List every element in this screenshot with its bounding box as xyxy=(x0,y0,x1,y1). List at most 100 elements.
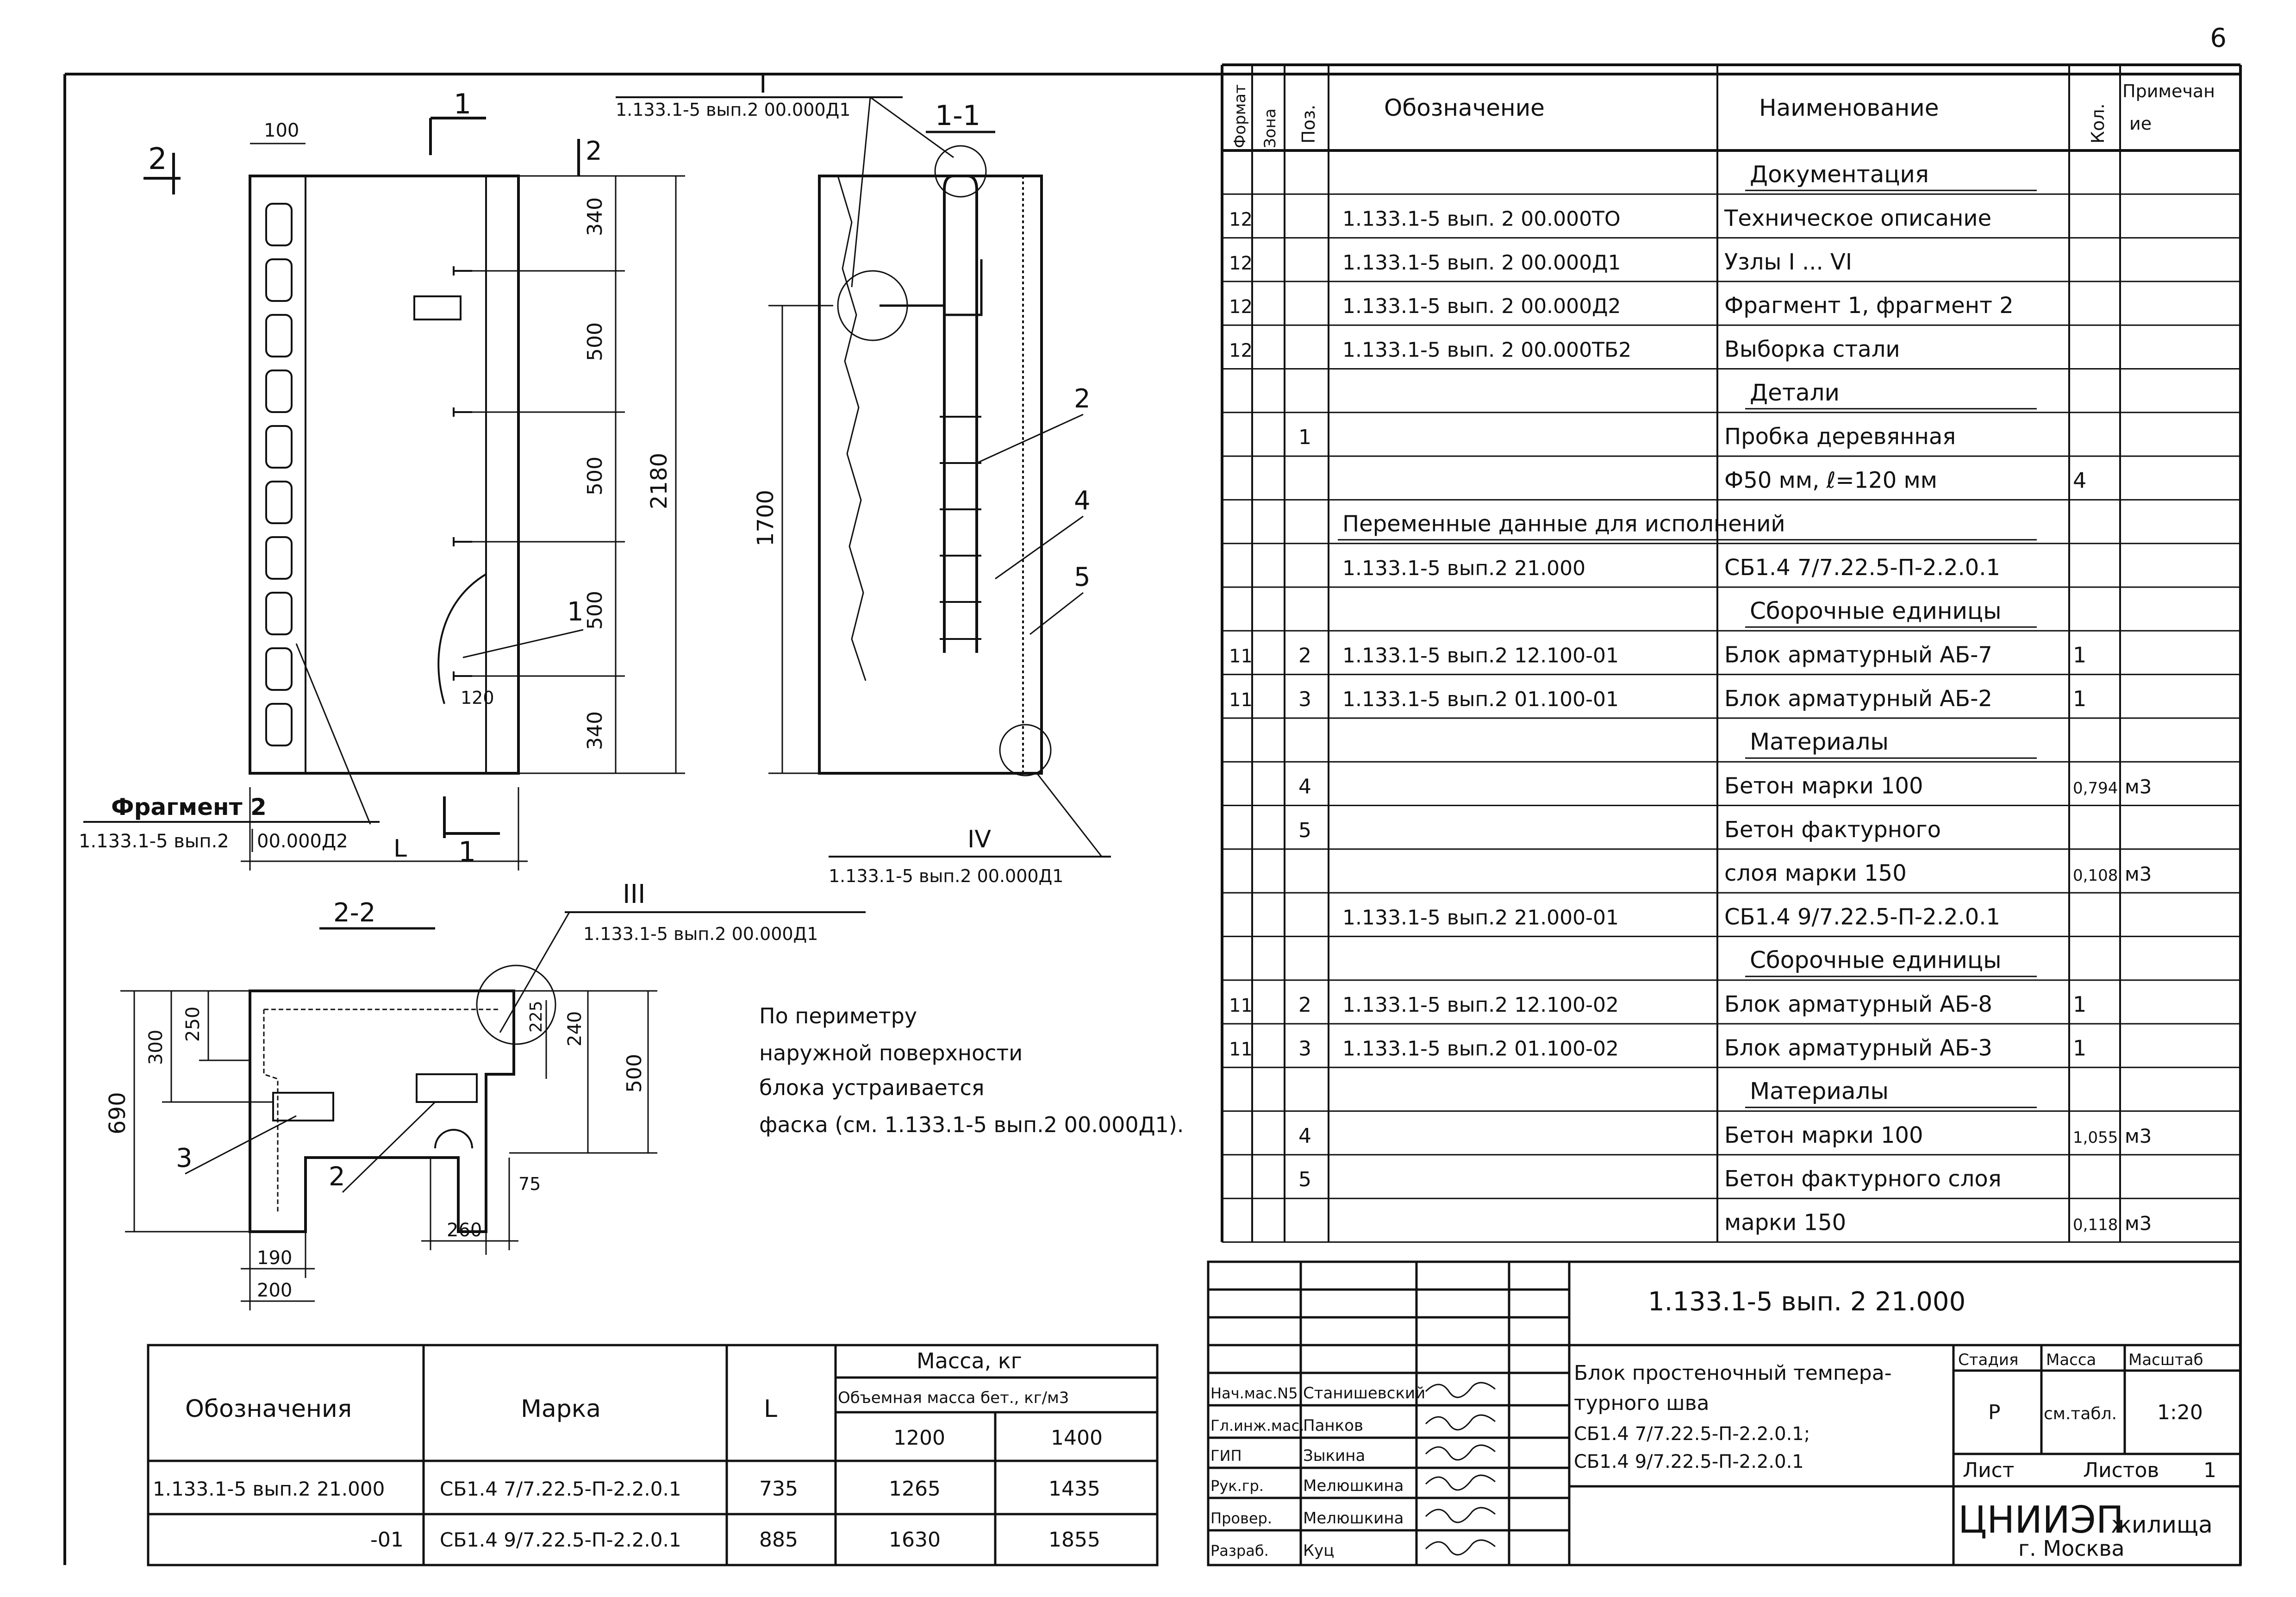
spec-section-heading: Материалы xyxy=(1750,1078,1889,1105)
section-mark-2-left: 2 xyxy=(148,142,167,176)
dim-500-b: 500 xyxy=(583,457,607,495)
spec-name: Бетон фактурного xyxy=(1724,817,1941,843)
density-1400: 1400 xyxy=(1051,1426,1103,1450)
mass-row1-mark: СБ1.4 7/7.22.5-П-2.2.0.1 xyxy=(440,1478,681,1500)
spec-name: СБ1.4 9/7.22.5-П-2.2.0.1 xyxy=(1724,904,2000,930)
callout-4: 4 xyxy=(1074,486,1091,516)
node-I-ref: 1.133.1-5 вып.2 00.000Д1 xyxy=(616,100,850,120)
title-block: 1.133.1-5 вып. 2 21.000 Блок простеночны… xyxy=(1207,1260,2242,1566)
dim-225: 225 xyxy=(527,1001,546,1033)
title-line-1: Блок простеночный темпера- xyxy=(1574,1361,1892,1385)
spec-format: 11 xyxy=(1229,646,1253,667)
spec-designation: 1.133.1-5 вып.2 12.100-02 xyxy=(1342,993,1619,1017)
spec-unit: м3 xyxy=(2125,1212,2152,1235)
mass-row2-mark: СБ1.4 9/7.22.5-П-2.2.0.1 xyxy=(440,1528,681,1551)
node-III-ref: 1.133.1-5 вып.2 00.000Д1 xyxy=(583,924,818,944)
dim-2180: 2180 xyxy=(646,453,672,509)
spec-name: Бетон марки 100 xyxy=(1724,773,1923,799)
spec-pos: 5 xyxy=(1298,819,1311,842)
spec-header-zone: Зона xyxy=(1261,108,1279,148)
mass-row2-designation: -01 xyxy=(370,1528,404,1552)
spec-unit: м3 xyxy=(2125,1125,2152,1147)
signature-mark xyxy=(1425,1444,1496,1461)
signer-name: Куц xyxy=(1303,1541,1334,1560)
spec-name: Фрагмент 1, фрагмент 2 xyxy=(1724,293,2014,319)
spec-designation: 1.133.1-5 вып. 2 00.000ТБ2 xyxy=(1342,338,1631,362)
spec-name: Бетон фактурного слоя xyxy=(1724,1166,2002,1192)
signature-mark xyxy=(1425,1382,1496,1398)
dim-75: 75 xyxy=(518,1174,541,1194)
signer-name: Мелюшкина xyxy=(1303,1477,1404,1495)
section-2-2: 2-2 III 1.133.1-5 вып.2 00.000Д1 300 250… xyxy=(105,879,866,1310)
spec-name: СБ1.4 7/7.22.5-П-2.2.0.1 xyxy=(1724,555,2000,581)
spec-section-heading: Сборочные единицы xyxy=(1750,947,2002,974)
spec-format: 11 xyxy=(1229,689,1253,711)
signer-role: Нач.мас.N5 xyxy=(1210,1384,1298,1402)
sheets-label: Листов xyxy=(2083,1459,2159,1482)
spec-name: марки 150 xyxy=(1724,1210,1846,1236)
stage-label: Стадия xyxy=(1958,1351,2018,1369)
signature-mark xyxy=(1425,1474,1496,1491)
spec-name: Техническое описание xyxy=(1724,206,1991,232)
org-sub: жилища xyxy=(2111,1511,2213,1538)
dim-260: 260 xyxy=(447,1220,482,1241)
dim-500: 500 xyxy=(623,1054,646,1093)
dim-300: 300 xyxy=(145,1030,167,1065)
node-IV-ref: 1.133.1-5 вып.2 00.000Д1 xyxy=(829,866,1063,886)
spec-qty: 0,118 xyxy=(2073,1216,2118,1234)
spec-header-note-2: ие xyxy=(2129,113,2152,134)
density-1200: 1200 xyxy=(893,1426,945,1450)
dim-120: 120 xyxy=(461,688,494,708)
callout-2: 2 xyxy=(1074,384,1091,414)
spec-qty: 1 xyxy=(2073,992,2086,1017)
spec-section-heading: Материалы xyxy=(1750,728,1889,755)
signer-role: Разраб. xyxy=(1210,1542,1269,1559)
section-mark-1-top: 1 xyxy=(454,88,471,120)
node-IV-label: IV xyxy=(967,826,991,853)
spec-pos: 4 xyxy=(1298,775,1311,799)
spec-variable-heading: Переменные данные для исполнений xyxy=(1342,511,1785,537)
mass-col-mark: Марка xyxy=(521,1395,601,1423)
spec-name: Блок арматурный АБ-7 xyxy=(1724,642,1992,668)
spec-header-qty: Кол. xyxy=(2088,103,2108,144)
signature-mark xyxy=(1425,1539,1496,1556)
spec-header-format: Формат xyxy=(1231,84,1249,148)
joint-keys xyxy=(265,203,293,746)
section-2-2-outline xyxy=(249,990,515,1233)
spec-designation: 1.133.1-5 вып. 2 00.000ТО xyxy=(1342,207,1621,231)
spec-qty: 0,108 xyxy=(2073,866,2118,885)
spec-section-heading: Документация xyxy=(1750,161,1929,188)
spec-designation: 1.133.1-5 вып.2 21.000 xyxy=(1342,557,1585,580)
scale-label: Масштаб xyxy=(2128,1351,2203,1369)
length-label: L xyxy=(393,835,407,863)
spec-qty: 1,055 xyxy=(2073,1128,2118,1147)
spec-pos: 3 xyxy=(1298,688,1311,711)
section-1-1: 1-1 I 1.133.1-5 вып.2 00.000Д1 1700 2 4 xyxy=(616,69,1111,886)
section-2-2-title: 2-2 xyxy=(333,898,375,928)
spec-name: Бетон марки 100 xyxy=(1724,1122,1923,1148)
mass-row2-L: 885 xyxy=(759,1528,798,1552)
signer-name: Мелюшкина xyxy=(1303,1509,1404,1528)
spec-qty: 4 xyxy=(2073,468,2086,493)
note-line-2: наружной поверхности xyxy=(759,1040,1023,1065)
perimeter-note: По периметру наружной поверхности блока … xyxy=(759,1003,1184,1137)
mass-table: Обозначения Марка L Масса, кг Объемная м… xyxy=(147,1344,1159,1566)
spec-name: Выборка стали xyxy=(1724,337,1900,363)
spec-designation: 1.133.1-5 вып. 2 00.000Д1 xyxy=(1342,251,1621,275)
dim-1700: 1700 xyxy=(753,490,779,546)
mass-row1-designation: 1.133.1-5 вып.2 21.000 xyxy=(153,1478,385,1500)
signer-role: Провер. xyxy=(1210,1509,1272,1527)
dim-200: 200 xyxy=(257,1280,292,1301)
spec-designation: 1.133.1-5 вып.2 12.100-01 xyxy=(1342,644,1619,668)
rough-face xyxy=(837,175,867,681)
sheet-label: Лист xyxy=(1963,1459,2015,1482)
section-1-1-outline xyxy=(818,175,1043,775)
fragment-2-ref-b: 00.000Д2 xyxy=(257,831,348,852)
spec-designation: 1.133.1-5 вып.2 21.000-01 xyxy=(1342,906,1619,929)
doc-code: 1.133.1-5 вып. 2 21.000 xyxy=(1648,1287,1965,1317)
spec-qty: 1 xyxy=(2073,1035,2086,1060)
mass-col-designation: Обозначения xyxy=(185,1395,352,1423)
mass-row2-m2: 1855 xyxy=(1048,1528,1100,1552)
elevation-view: 100 340 500 500 500 340 2180 120 L 1 1 2… xyxy=(79,88,685,871)
